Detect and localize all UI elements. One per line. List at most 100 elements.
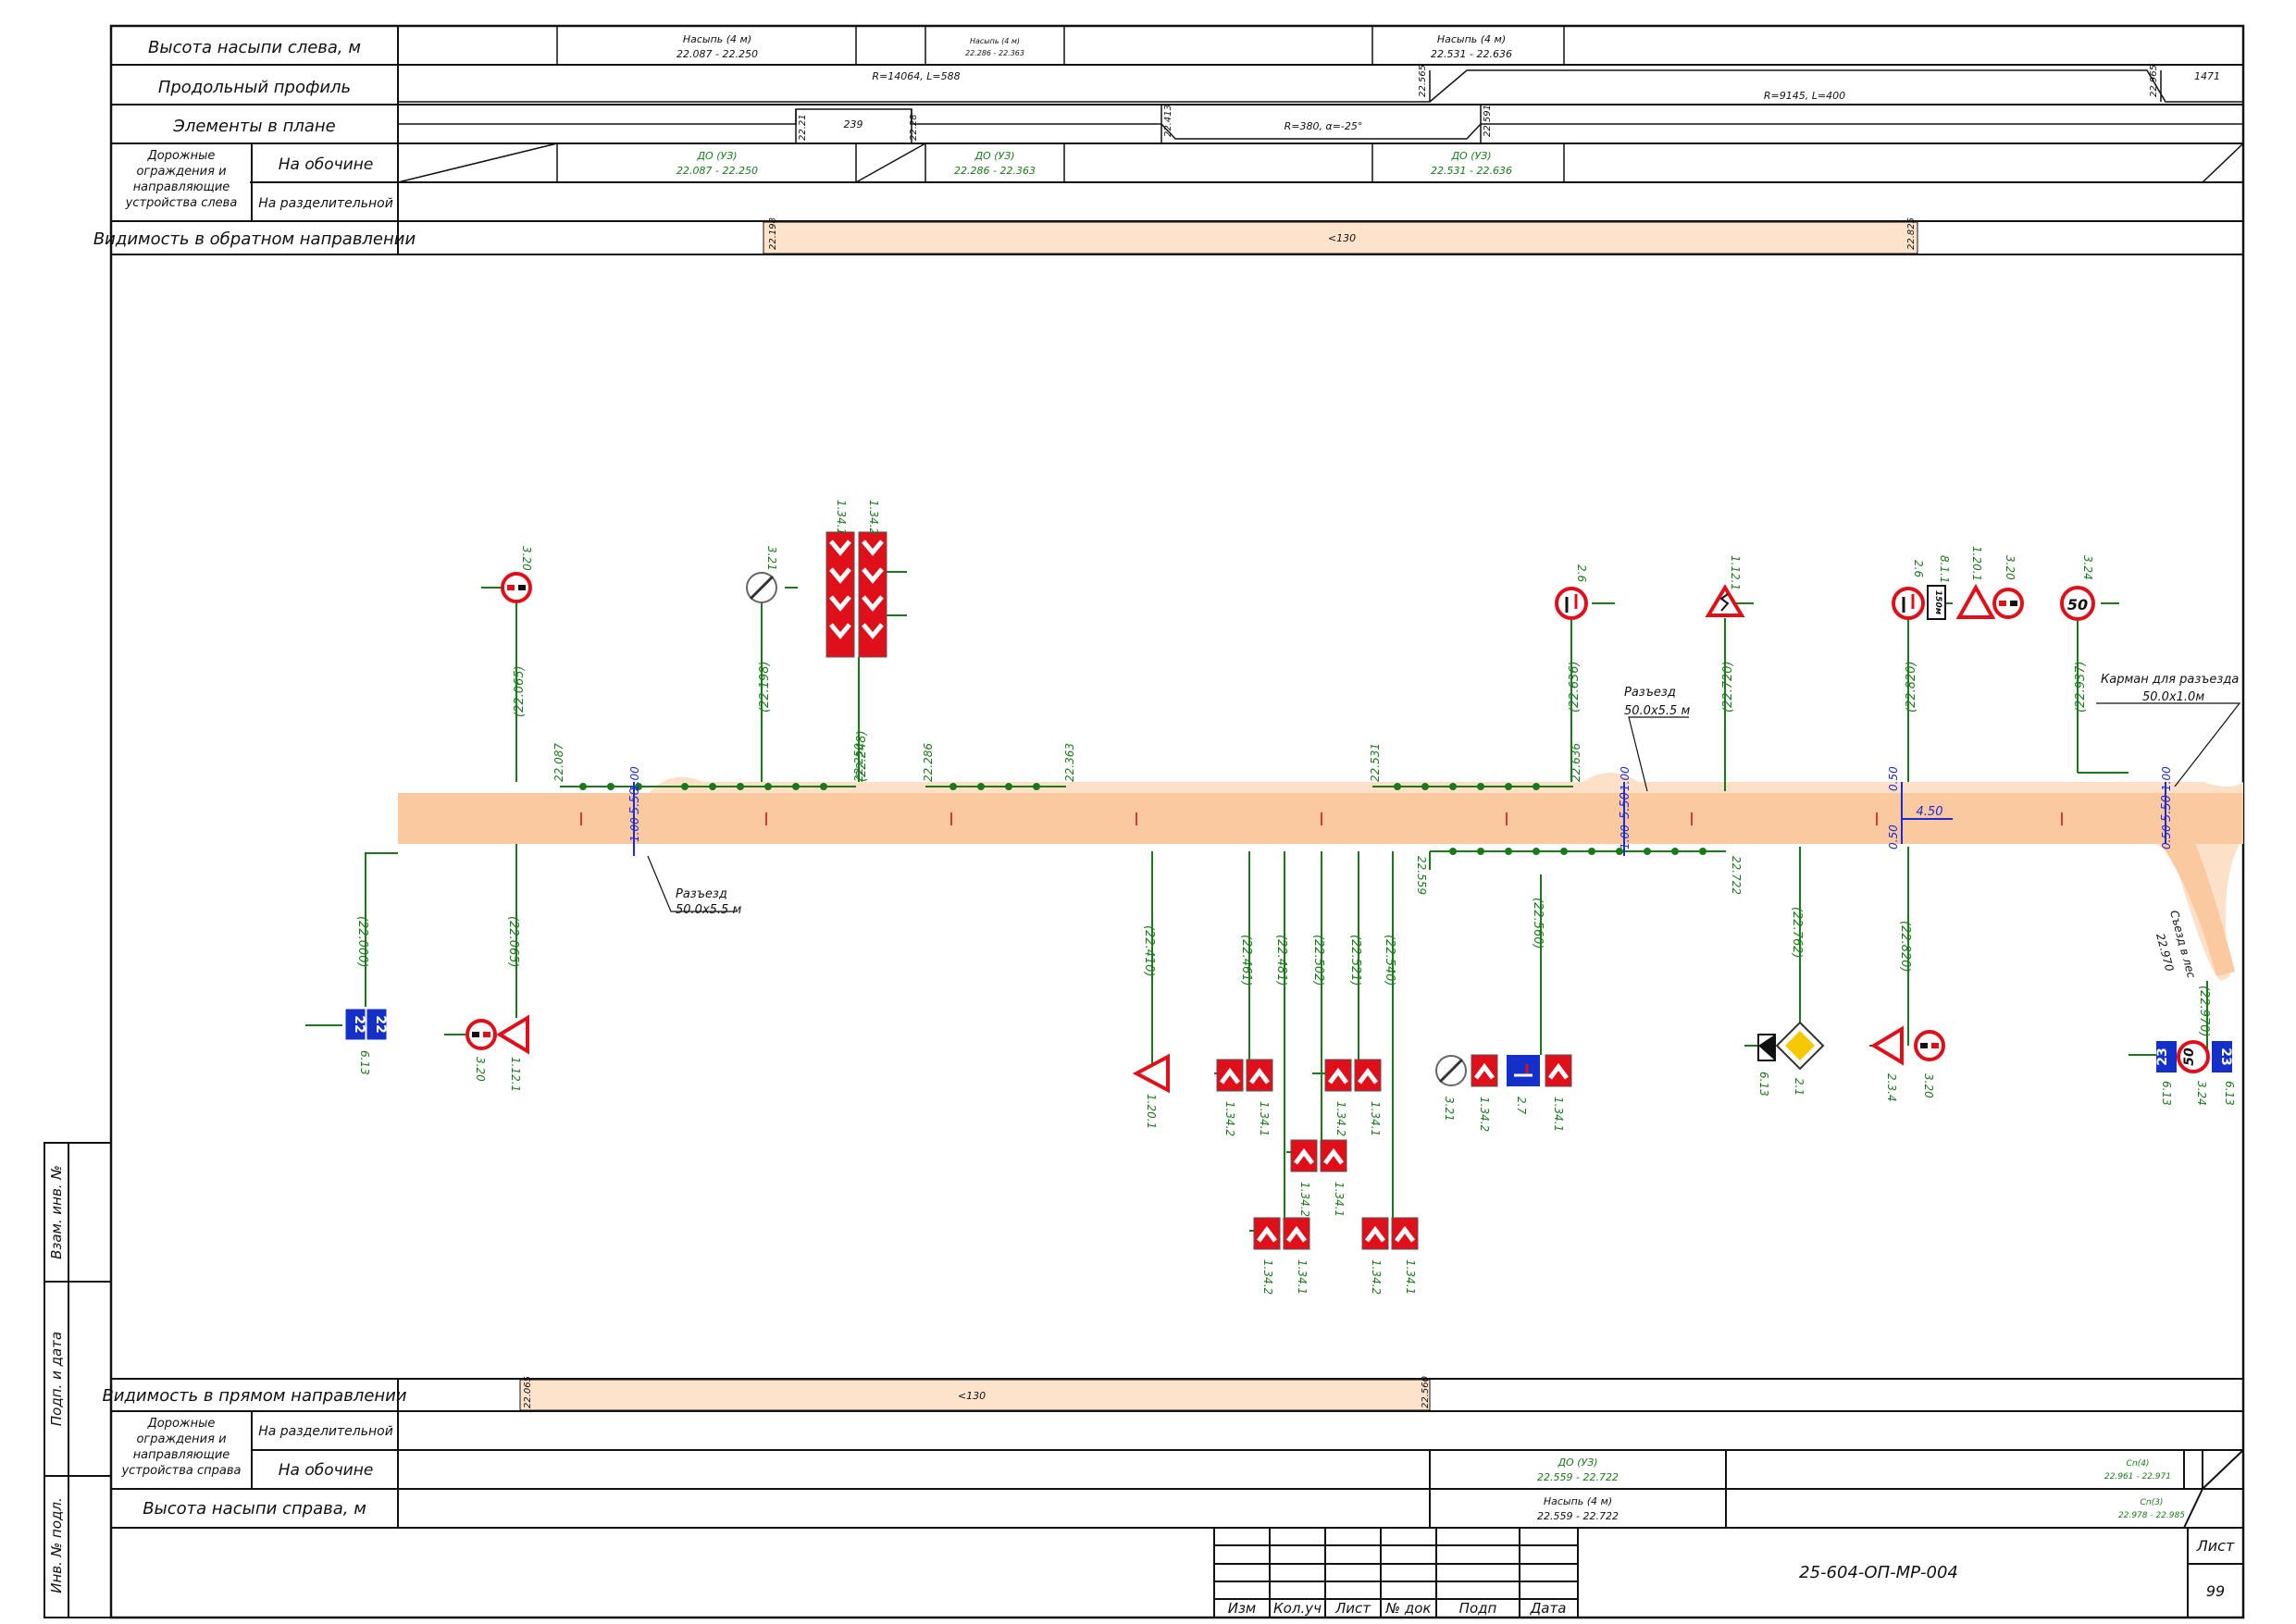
visibility-forward-bar bbox=[519, 1379, 1431, 1411]
svg-text:1.34.1: 1.34.1 bbox=[1369, 1101, 1382, 1136]
svg-text:3.24: 3.24 bbox=[2195, 1081, 2208, 1106]
svg-text:1.00: 1.00 bbox=[1619, 824, 1632, 849]
svg-text:Подп. и дата: Подп. и дата bbox=[48, 1332, 65, 1426]
svg-text:50.0х1.0м: 50.0х1.0м bbox=[2142, 690, 2204, 704]
svg-text:22.087 - 22.250: 22.087 - 22.250 bbox=[676, 48, 758, 60]
row-visibility-reverse: Видимость в обратном направлении bbox=[93, 229, 416, 249]
row-on-median-left: На разделительной bbox=[258, 196, 393, 211]
sign-group-2062b-icon bbox=[1870, 1025, 1945, 1066]
svg-text:22.531: 22.531 bbox=[1369, 743, 1382, 782]
svg-text:8.1.1: 8.1.1 bbox=[1938, 555, 1951, 584]
svg-text:1.34.2: 1.34.2 bbox=[1334, 1101, 1347, 1136]
visibility-reverse-bar bbox=[763, 221, 1918, 254]
row-on-shoulder-left: На обочине bbox=[279, 155, 374, 174]
svg-text:(22.970): (22.970) bbox=[2197, 986, 2211, 1037]
svg-text:1.34.2: 1.34.2 bbox=[1223, 1101, 1236, 1136]
svg-text:Разъезд: Разъезд bbox=[676, 887, 727, 901]
svg-text:22.970: 22.970 bbox=[2153, 932, 2176, 973]
bottom-table bbox=[111, 1378, 2244, 1529]
svg-text:1.34.1: 1.34.1 bbox=[1258, 1101, 1271, 1136]
sign-chevron-pairs-icon bbox=[1216, 1054, 1572, 1250]
svg-text:Кол.уч: Кол.уч bbox=[1273, 1600, 1322, 1617]
svg-text:ДО (УЗ): ДО (УЗ) bbox=[696, 150, 737, 162]
svg-text:50.0х5.5 м: 50.0х5.5 м bbox=[676, 903, 741, 917]
sign-road-narrows-icon bbox=[1132, 1053, 1170, 1094]
drawing-code: 25-604-ОП-МР-004 bbox=[1799, 1563, 1958, 1582]
svg-text:1.34.1: 1.34.1 bbox=[1296, 1259, 1309, 1295]
svg-text:22.087: 22.087 bbox=[552, 743, 565, 782]
svg-text:1.20.1: 1.20.1 bbox=[1145, 1094, 1158, 1129]
svg-text:(22.636): (22.636) bbox=[1568, 661, 1582, 713]
svg-text:22.286 - 22.363: 22.286 - 22.363 bbox=[954, 165, 1036, 177]
svg-text:3.20: 3.20 bbox=[520, 546, 533, 571]
sign-group-558-icon bbox=[465, 1014, 529, 1055]
svg-text:<130: <130 bbox=[958, 1390, 986, 1402]
svg-text:4.50: 4.50 bbox=[1917, 805, 1943, 819]
svg-text:22.087 - 22.250: 22.087 - 22.250 bbox=[676, 165, 758, 177]
sheet-number: 99 bbox=[2206, 1582, 2225, 1600]
svg-text:0.50: 0.50 bbox=[1887, 766, 1900, 791]
svg-text:Взам. инв. №: Взам. инв. № bbox=[48, 1165, 65, 1259]
svg-text:50: 50 bbox=[2182, 1048, 2197, 1066]
svg-text:22.825: 22.825 bbox=[1906, 217, 1917, 250]
svg-text:(22.820): (22.820) bbox=[1905, 661, 1918, 713]
sign-group-1600-icon bbox=[1435, 1055, 1540, 1086]
svg-text:1.20.1: 1.20.1 bbox=[1970, 546, 1983, 581]
row-visibility-forward: Видимость в прямом направлении bbox=[102, 1386, 406, 1406]
svg-text:22.560: 22.560 bbox=[1421, 1376, 1431, 1408]
top-table bbox=[111, 64, 2243, 255]
svg-text:50: 50 bbox=[2067, 596, 2088, 614]
svg-text:2.6: 2.6 bbox=[1575, 564, 1588, 582]
svg-text:23: 23 bbox=[2218, 1048, 2233, 1065]
svg-text:2.6: 2.6 bbox=[1912, 560, 1925, 577]
svg-text:1.34.2: 1.34.2 bbox=[1298, 1182, 1311, 1217]
svg-text:Насыпь (4 м): Насыпь (4 м) bbox=[1544, 1495, 1612, 1507]
svg-text:22.591: 22.591 bbox=[1483, 105, 1493, 137]
svg-text:22: 22 bbox=[373, 1015, 388, 1033]
svg-text:0.50: 0.50 bbox=[2160, 824, 2173, 849]
svg-text:1.00: 1.00 bbox=[628, 766, 641, 791]
svg-text:(22.248): (22.248) bbox=[855, 730, 869, 782]
row-plan-elements: Элементы в плане bbox=[172, 117, 335, 136]
svg-text:1.34.2: 1.34.2 bbox=[867, 500, 880, 535]
side-stamp bbox=[43, 1142, 112, 1618]
svg-text:Карман для разъезда: Карман для разъезда bbox=[2101, 673, 2239, 687]
svg-text:22.413: 22.413 bbox=[1163, 105, 1173, 137]
svg-text:22.286 - 22.363: 22.286 - 22.363 bbox=[965, 49, 1024, 57]
svg-text:1.34.2: 1.34.2 bbox=[1261, 1259, 1274, 1295]
guard-rails bbox=[560, 783, 1726, 870]
sign-no-overtaking-icon bbox=[501, 572, 532, 603]
svg-text:(22.540): (22.540) bbox=[1383, 935, 1396, 986]
svg-text:22.065: 22.065 bbox=[523, 1376, 533, 1408]
row-guard-right-title: Дорожные ограждения и направляющие устро… bbox=[121, 1417, 241, 1478]
svg-text:Инв. № подл.: Инв. № подл. bbox=[48, 1497, 65, 1593]
svg-text:1.00: 1.00 bbox=[2160, 766, 2173, 791]
svg-text:6.13: 6.13 bbox=[358, 1050, 371, 1075]
sign-group-1945-icon bbox=[1757, 1021, 1825, 1071]
title-block bbox=[1213, 1528, 2243, 1618]
svg-text:1.12.1: 1.12.1 bbox=[509, 1057, 522, 1092]
svg-text:22.363: 22.363 bbox=[1063, 743, 1076, 782]
svg-text:Дата: Дата bbox=[1530, 1600, 1567, 1617]
svg-text:1.34.2: 1.34.2 bbox=[1478, 1097, 1491, 1132]
svg-text:22.28: 22.28 bbox=[909, 114, 919, 141]
svg-text:Сп(4): Сп(4) bbox=[2127, 1459, 2150, 1469]
svg-text:(22.481): (22.481) bbox=[1274, 935, 1288, 986]
row-embankment-left: Высота насыпи слева, м bbox=[148, 38, 361, 57]
svg-text:1.34.1: 1.34.1 bbox=[1333, 1182, 1346, 1217]
svg-text:1.12.1: 1.12.1 bbox=[1729, 555, 1742, 590]
svg-text:6.13: 6.13 bbox=[1757, 1072, 1770, 1097]
svg-text:3.21: 3.21 bbox=[765, 546, 778, 571]
svg-text:22.559 - 22.722: 22.559 - 22.722 bbox=[1537, 1510, 1619, 1522]
svg-text:1.34.2: 1.34.2 bbox=[1370, 1259, 1383, 1295]
svg-text:<130: <130 bbox=[1328, 232, 1356, 244]
svg-text:ДО (УЗ): ДО (УЗ) bbox=[1557, 1457, 1597, 1469]
row-guard-left-title: Дорожные ограждения и направляющие устро… bbox=[126, 149, 238, 210]
svg-text:50.0х5.5 м: 50.0х5.5 м bbox=[1624, 704, 1690, 718]
svg-text:22.965: 22.965 bbox=[2149, 65, 2159, 97]
svg-text:3.24: 3.24 bbox=[2081, 555, 2094, 580]
svg-text:1.34.1: 1.34.1 bbox=[1552, 1097, 1565, 1132]
svg-text:23: 23 bbox=[2155, 1048, 2170, 1065]
svg-text:150м: 150м bbox=[1933, 590, 1942, 615]
